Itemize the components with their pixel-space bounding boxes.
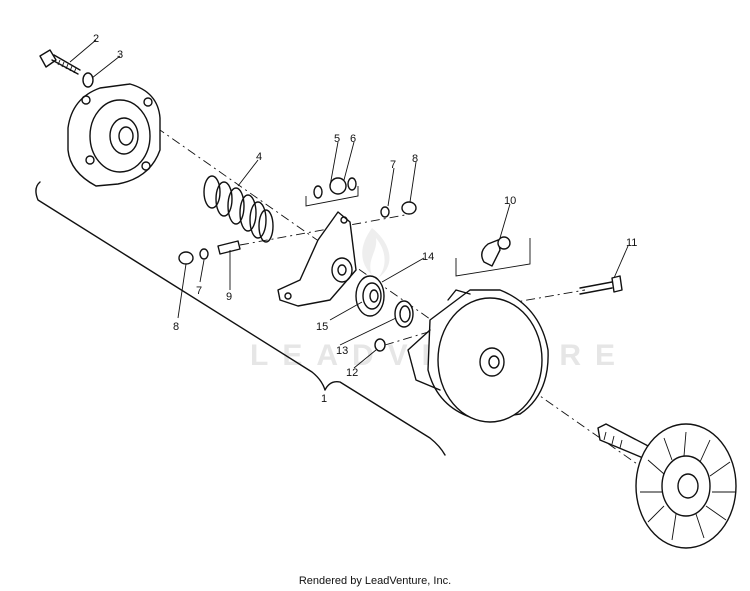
spider-bracket-part — [277, 211, 357, 307]
washer-12 — [374, 338, 386, 352]
callout-7-right: 7 — [390, 159, 396, 171]
leader-lines — [69, 39, 629, 369]
callout-12: 12 — [346, 367, 358, 379]
roller-part — [313, 177, 357, 199]
watermark-flame-icon — [362, 228, 390, 278]
footer-credit: Rendered by LeadVenture, Inc. — [299, 575, 451, 587]
washer-7-right — [380, 206, 390, 218]
washer-7-left — [199, 248, 209, 260]
sleeve-part — [394, 300, 414, 328]
callout-6: 6 — [350, 133, 356, 145]
callout-1: 1 — [321, 393, 327, 405]
group-bracket-10 — [455, 238, 531, 277]
pin-part — [217, 240, 241, 255]
cap-8-right — [401, 201, 417, 215]
callout-14: 14 — [422, 251, 434, 263]
bearing-part — [355, 275, 385, 317]
callout-5: 5 — [334, 133, 340, 145]
callout-9: 9 — [226, 291, 232, 303]
center-axis-line — [109, 94, 661, 481]
bolt-part — [39, 49, 81, 75]
washer-part — [82, 72, 94, 88]
movable-sheave-part — [407, 289, 549, 423]
weight-part — [481, 236, 511, 267]
callout-labels: 1 2 3 4 5 6 7 8 10 11 7 9 8 14 15 13 12 — [93, 33, 637, 405]
callout-15: 15 — [316, 321, 328, 333]
group-bracket-5-6 — [305, 186, 359, 207]
callout-10: 10 — [504, 195, 516, 207]
callout-8-left: 8 — [173, 321, 179, 333]
bolt-11-part — [579, 275, 623, 295]
callout-7-left: 7 — [196, 285, 202, 297]
callout-4: 4 — [256, 151, 262, 163]
callout-3: 3 — [117, 49, 123, 61]
callout-13: 13 — [336, 345, 348, 357]
bolt-axis-line — [239, 214, 406, 246]
assembly-bracket — [35, 181, 446, 456]
fixed-sheave-part — [597, 423, 737, 549]
callout-8-right: 8 — [412, 153, 418, 165]
callout-2: 2 — [93, 33, 99, 45]
spring-part — [203, 175, 274, 243]
cap-8-left — [178, 251, 194, 265]
cover-plate-part — [67, 83, 161, 187]
callout-11: 11 — [626, 237, 637, 249]
